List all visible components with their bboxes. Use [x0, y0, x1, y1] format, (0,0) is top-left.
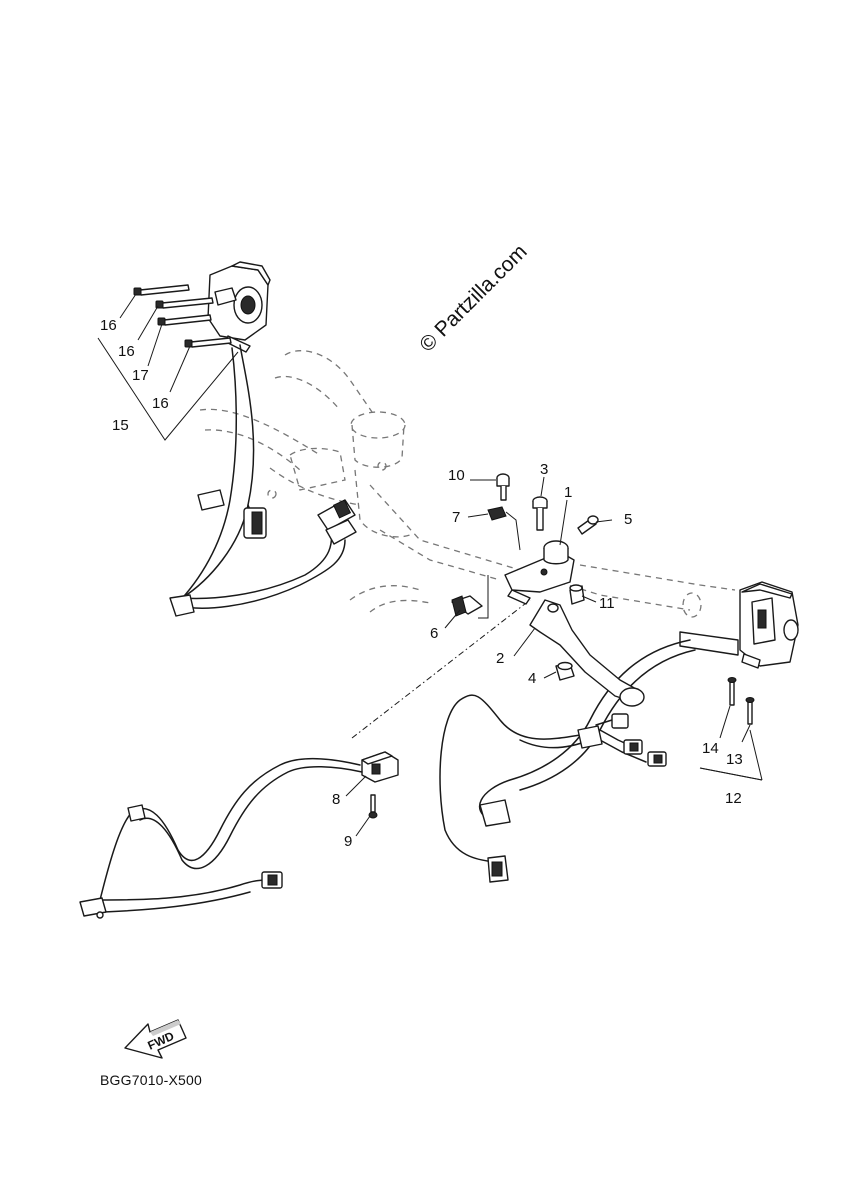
- callout-3: 3: [540, 461, 548, 478]
- right-handlebar-switch: [739, 581, 799, 669]
- callout-14: 14: [702, 740, 719, 757]
- callout-numbers: 1 2 3 4 5 6 7 8 9 10 11 12 13 14 15 16 1…: [100, 317, 743, 850]
- leader-8-to-bracket: [351, 599, 531, 739]
- callout-11: 11: [599, 595, 615, 612]
- right-switch-wire-harness: [439, 639, 696, 883]
- throttle-grip: [679, 631, 739, 656]
- callout-16-mid: 16: [118, 343, 135, 360]
- lever-holder: [504, 540, 575, 605]
- callout-6: 6: [430, 625, 438, 642]
- clutch-switch-harness: [79, 757, 363, 919]
- clutch-lever: [529, 599, 645, 707]
- callout-16-low: 16: [152, 395, 169, 412]
- callout-13: 13: [726, 751, 743, 768]
- callout-16-top: 16: [100, 317, 117, 334]
- callout-12: 12: [725, 790, 742, 807]
- callout-15: 15: [112, 417, 129, 434]
- right-switch-bracket-lines: [699, 729, 763, 781]
- forward-direction-arrow-icon: FWD: [124, 1019, 187, 1059]
- clutch-switch-screw: [368, 794, 378, 819]
- clutch-switch: [361, 751, 399, 783]
- handlebar-ghost-outline: [199, 350, 736, 618]
- callout-2: 2: [496, 650, 504, 667]
- watermark-text: © Partzilla.com: [415, 240, 531, 356]
- callout-8: 8: [332, 791, 340, 808]
- left-switch-wire-harness: [169, 344, 357, 617]
- right-switch-screws: [727, 677, 755, 725]
- left-switch-group-bracket: [97, 337, 239, 441]
- callout-1: 1: [564, 484, 572, 501]
- lever-fasteners: [451, 473, 599, 681]
- callout-9: 9: [344, 833, 352, 850]
- callout-17: 17: [132, 367, 149, 384]
- callout-5: 5: [624, 511, 632, 528]
- leader-6-bracket: [478, 575, 489, 619]
- callout-10: 10: [448, 467, 465, 484]
- callout-7: 7: [452, 509, 460, 526]
- left-handlebar-switch: [207, 261, 271, 353]
- callout-leaders: [119, 293, 751, 837]
- callout-4: 4: [528, 670, 536, 687]
- diagram-code: BGG7010-X500: [100, 1072, 203, 1088]
